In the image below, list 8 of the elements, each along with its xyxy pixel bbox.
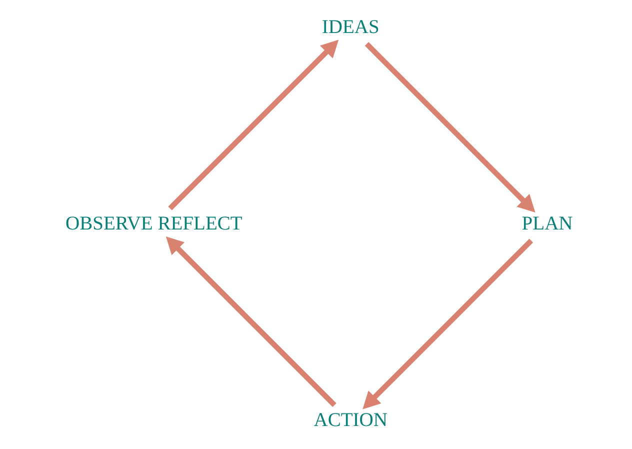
arrow <box>362 238 534 410</box>
node-text: PLAN <box>522 213 573 234</box>
node-text: IDEAS <box>322 16 380 38</box>
arrow <box>364 42 536 213</box>
node-text: ACTION <box>314 410 388 432</box>
arrow <box>166 236 336 407</box>
node-text: OBSERVE REFLECT <box>66 213 242 234</box>
arrow <box>168 40 339 210</box>
